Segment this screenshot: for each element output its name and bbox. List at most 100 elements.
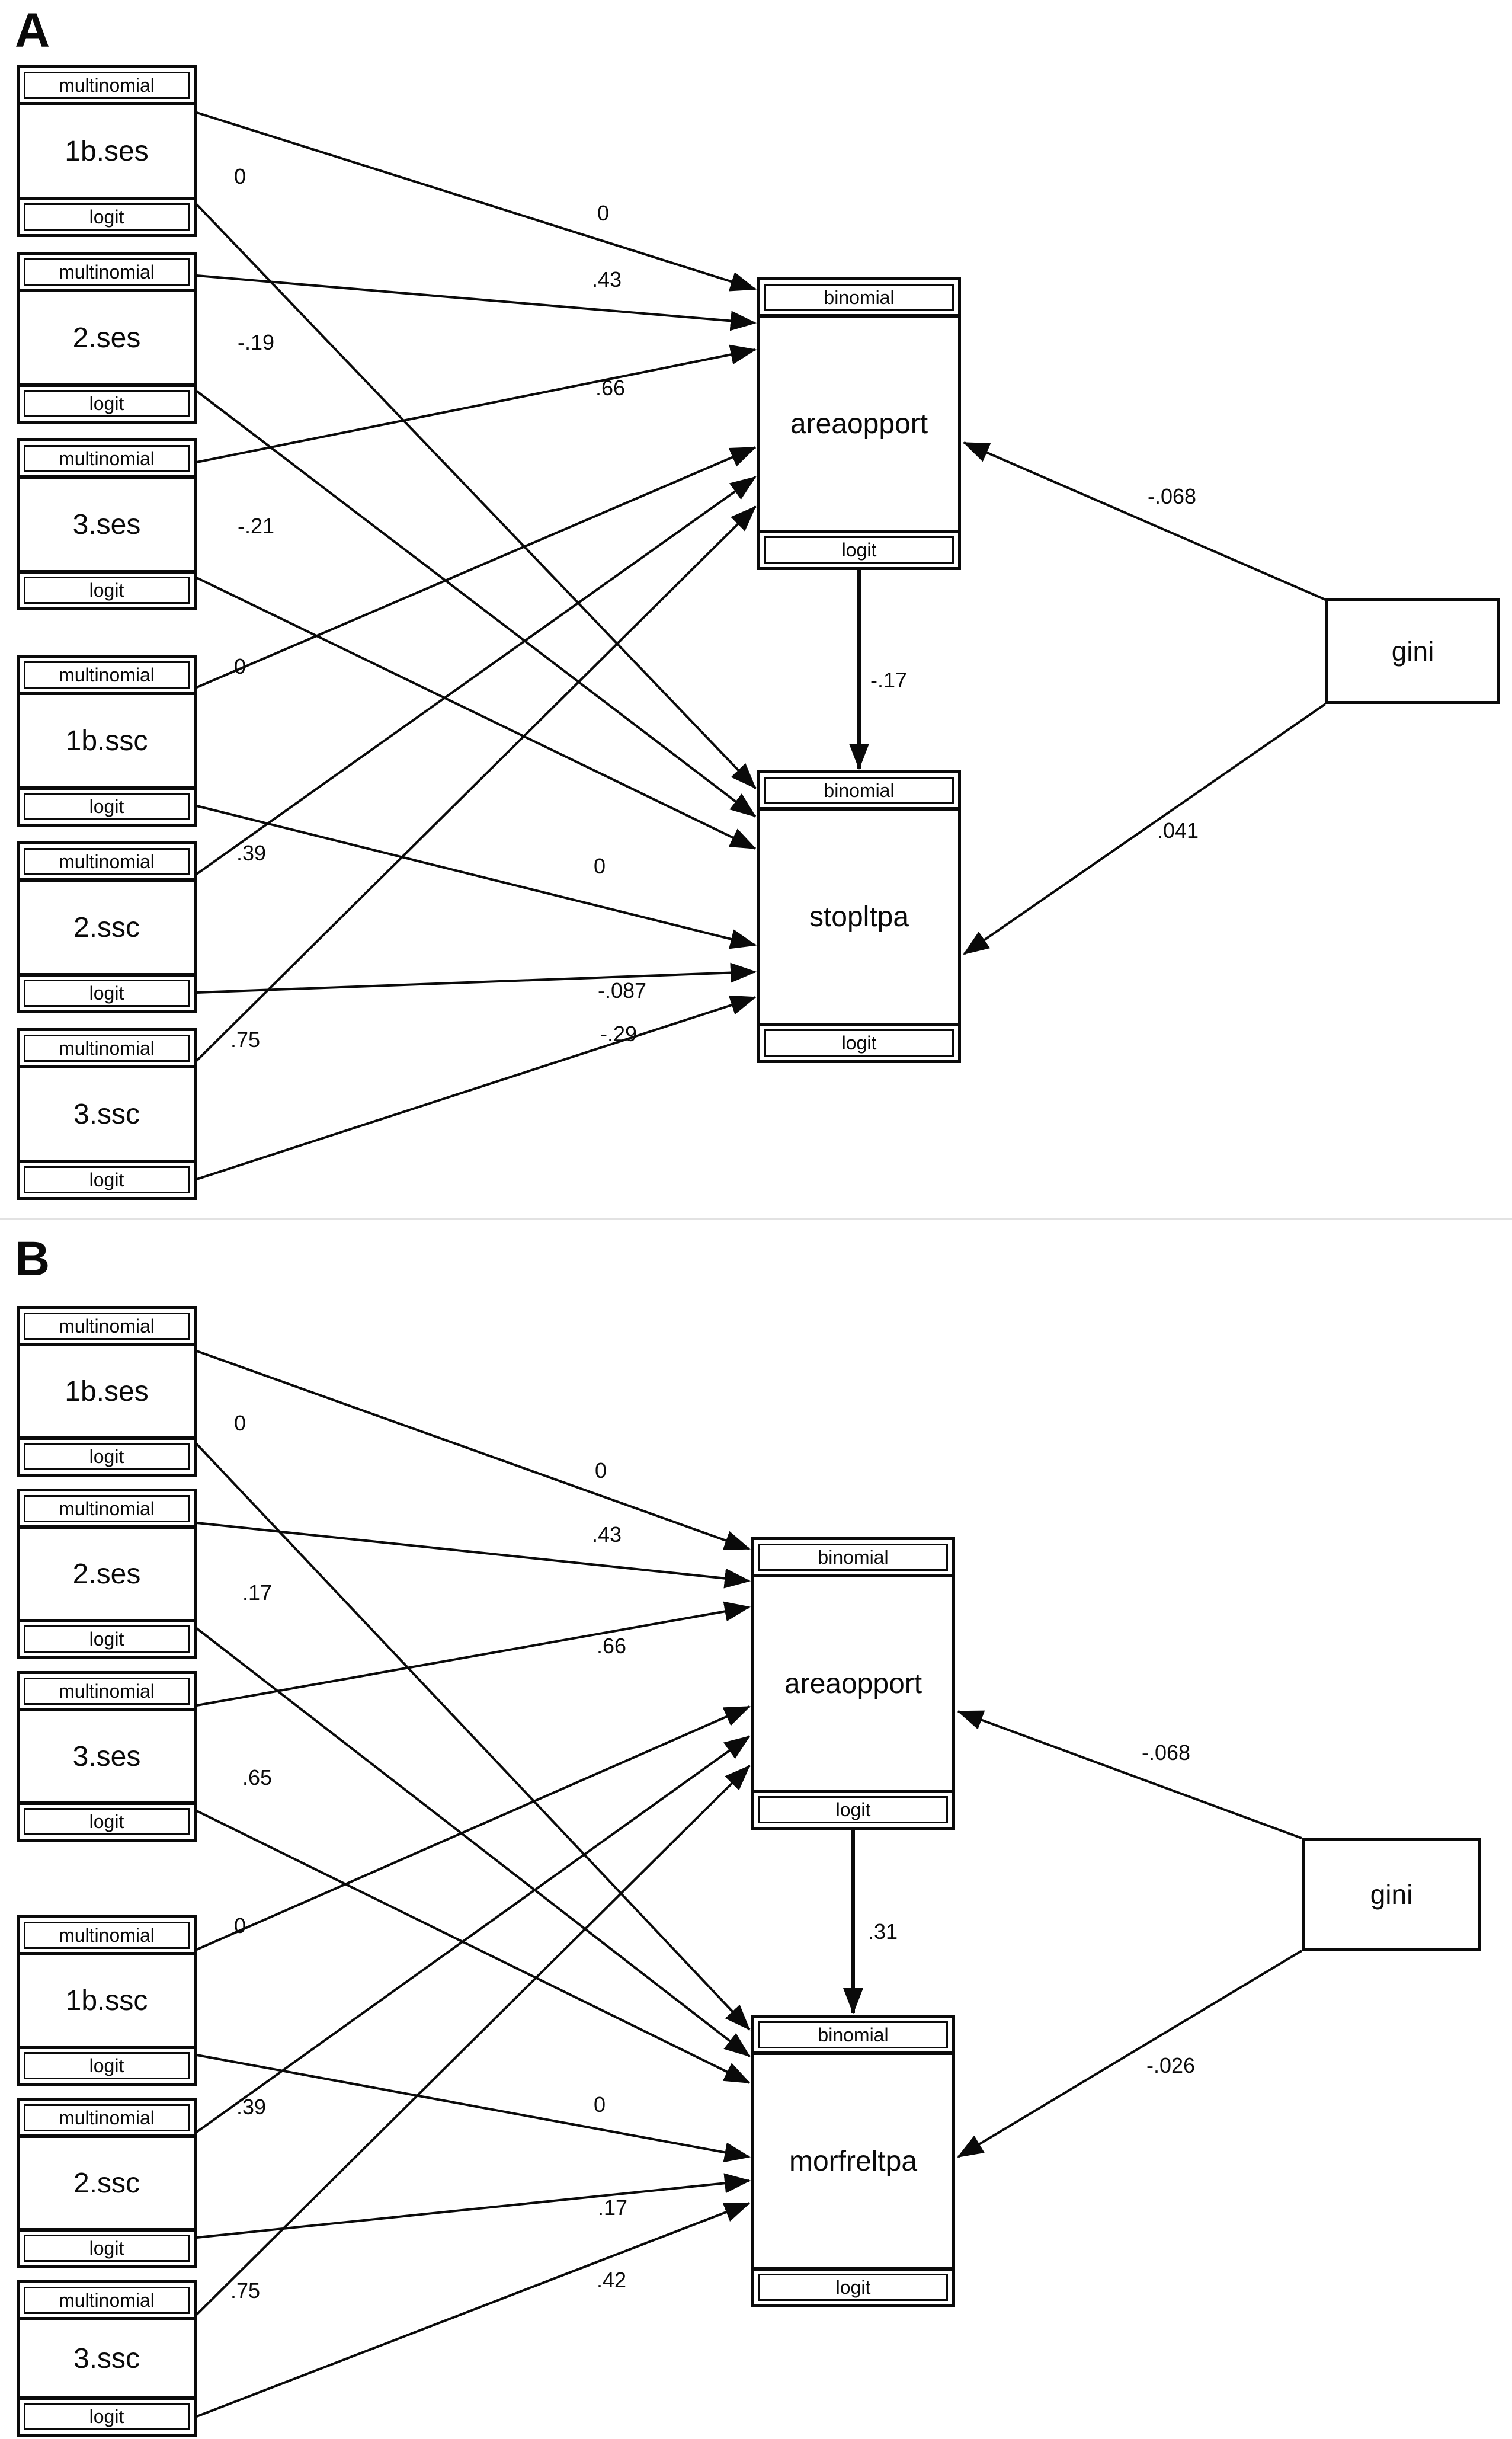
family-band: binomial xyxy=(758,1544,948,1571)
variable-name: 2.ses xyxy=(72,1558,141,1590)
divider xyxy=(20,2228,194,2232)
panel-divider xyxy=(0,1218,1512,1220)
variable-name: 2.ses xyxy=(72,322,141,354)
divider xyxy=(754,1790,952,1793)
coef-label: -.29 xyxy=(600,1022,638,1046)
divider xyxy=(20,289,194,292)
predictor-box-1bses-b: multinomial 1b.ses logit xyxy=(17,1306,197,1477)
coef-label: .75 xyxy=(230,2278,261,2303)
coef-label: .43 xyxy=(591,267,622,292)
family-band: multinomial xyxy=(24,72,190,99)
arrow-b-1bssc-areaopport xyxy=(196,1705,751,1951)
coef-label: 0 xyxy=(233,1913,246,1938)
family-band: multinomial xyxy=(24,1035,190,1062)
divider xyxy=(20,1065,194,1068)
divider xyxy=(20,878,194,882)
link-band: logit xyxy=(24,793,190,820)
family-band: multinomial xyxy=(24,848,190,875)
family-band: binomial xyxy=(764,777,954,804)
variable-name: 1b.ssc xyxy=(65,725,148,757)
divider xyxy=(20,1160,194,1163)
divider xyxy=(20,1619,194,1622)
link-band: logit xyxy=(758,2274,948,2301)
arrow-a-3ssc-stopltpa xyxy=(196,995,757,1180)
link-band: logit xyxy=(24,1625,190,1653)
coef-label: .041 xyxy=(1157,818,1199,843)
arrow-b-3ses-morfreltpa xyxy=(196,1810,751,2084)
coef-label: -.068 xyxy=(1147,484,1197,508)
arrow-a-2ses-areaopport xyxy=(196,274,757,331)
divider xyxy=(20,2317,194,2320)
arrow-a-1bses-stopltpa xyxy=(196,203,757,789)
predictor-box-2ses-a: multinomial 2.ses logit xyxy=(17,252,197,424)
coef-label: .75 xyxy=(230,1028,261,1052)
coef-label: 0 xyxy=(233,1411,246,1435)
link-band: logit xyxy=(24,2235,190,2262)
predictor-box-1bssc-a: multinomial 1b.ssc logit xyxy=(17,655,197,827)
panel-a-label: A xyxy=(15,4,52,57)
predictor-box-3ses-b: multinomial 3.ses logit xyxy=(17,1671,197,1842)
family-band: binomial xyxy=(764,284,954,311)
outcome-box-areaopport-b: binomial areaopport logit xyxy=(751,1537,955,1830)
link-band: logit xyxy=(24,2052,190,2079)
link-band: logit xyxy=(24,1808,190,1835)
arrow-a-2ses-stopltpa xyxy=(196,390,757,818)
variable-name: 1b.ssc xyxy=(65,1985,148,2017)
arrow-a-gini-areaopport xyxy=(963,441,1326,601)
coef-label: .66 xyxy=(596,1634,627,1658)
coef-label: .31 xyxy=(867,1919,898,1944)
divider xyxy=(20,570,194,574)
arrow-a-gini-stopltpa xyxy=(963,703,1327,955)
family-band: multinomial xyxy=(24,1495,190,1522)
outcome-box-morfreltpa-b: binomial morfreltpa logit xyxy=(751,2015,955,2307)
arrow-a-1bssc-stopltpa xyxy=(196,805,757,949)
variable-name: 3.ses xyxy=(72,508,141,540)
coef-label: .39 xyxy=(236,841,267,865)
variable-name: areaopport xyxy=(790,408,928,440)
coef-label: .43 xyxy=(591,1522,622,1547)
variable-name: gini xyxy=(1391,636,1434,667)
coef-label: -.21 xyxy=(237,514,275,538)
arrow-b-gini-areaopport xyxy=(957,1710,1302,1839)
coef-label: -.026 xyxy=(1146,2053,1196,2078)
arrow-b-2ssc-morfreltpa xyxy=(196,2173,751,2239)
divider xyxy=(20,2046,194,2049)
link-band: logit xyxy=(24,2403,190,2430)
variable-name: morfreltpa xyxy=(789,2145,918,2177)
arrow-b-3ssc-areaopport xyxy=(196,1765,751,2316)
coef-label: .17 xyxy=(242,1580,273,1605)
family-band: multinomial xyxy=(24,1678,190,1705)
divider xyxy=(20,197,194,200)
arrow-b-2ses-areaopport xyxy=(196,1522,751,1589)
gini-box-a: gini xyxy=(1325,598,1500,704)
divider xyxy=(20,973,194,977)
coef-label: 0 xyxy=(594,1458,607,1483)
link-band: logit xyxy=(24,203,190,231)
arrow-a-3ses-stopltpa xyxy=(196,577,757,850)
coef-label: .17 xyxy=(597,2195,628,2220)
variable-name: 2.ssc xyxy=(73,2167,140,2199)
coef-label: .42 xyxy=(596,2268,627,2292)
divider xyxy=(20,1525,194,1529)
coef-label: 0 xyxy=(233,654,246,678)
arrow-b-1bses-morfreltpa xyxy=(196,1443,751,2031)
family-band: binomial xyxy=(758,2021,948,2048)
divider xyxy=(20,383,194,387)
family-band: multinomial xyxy=(24,445,190,472)
predictor-box-3ssc-a: multinomial 3.ssc logit xyxy=(17,1028,197,1200)
arrow-a-3ses-areaopport xyxy=(196,344,757,463)
coef-label: .65 xyxy=(242,1765,273,1790)
divider xyxy=(20,2396,194,2400)
variable-name: stopltpa xyxy=(809,901,909,933)
divider xyxy=(760,314,958,318)
predictor-box-2ses-b: multinomial 2.ses logit xyxy=(17,1489,197,1659)
divider xyxy=(754,2051,952,2055)
coef-label: 0 xyxy=(233,164,246,188)
divider xyxy=(20,475,194,479)
arrow-b-3ssc-morfreltpa xyxy=(196,2202,751,2418)
coef-label: .39 xyxy=(236,2095,267,2119)
link-band: logit xyxy=(764,536,954,564)
divider xyxy=(754,2267,952,2271)
arrow-b-2ses-morfreltpa xyxy=(196,1627,751,2057)
